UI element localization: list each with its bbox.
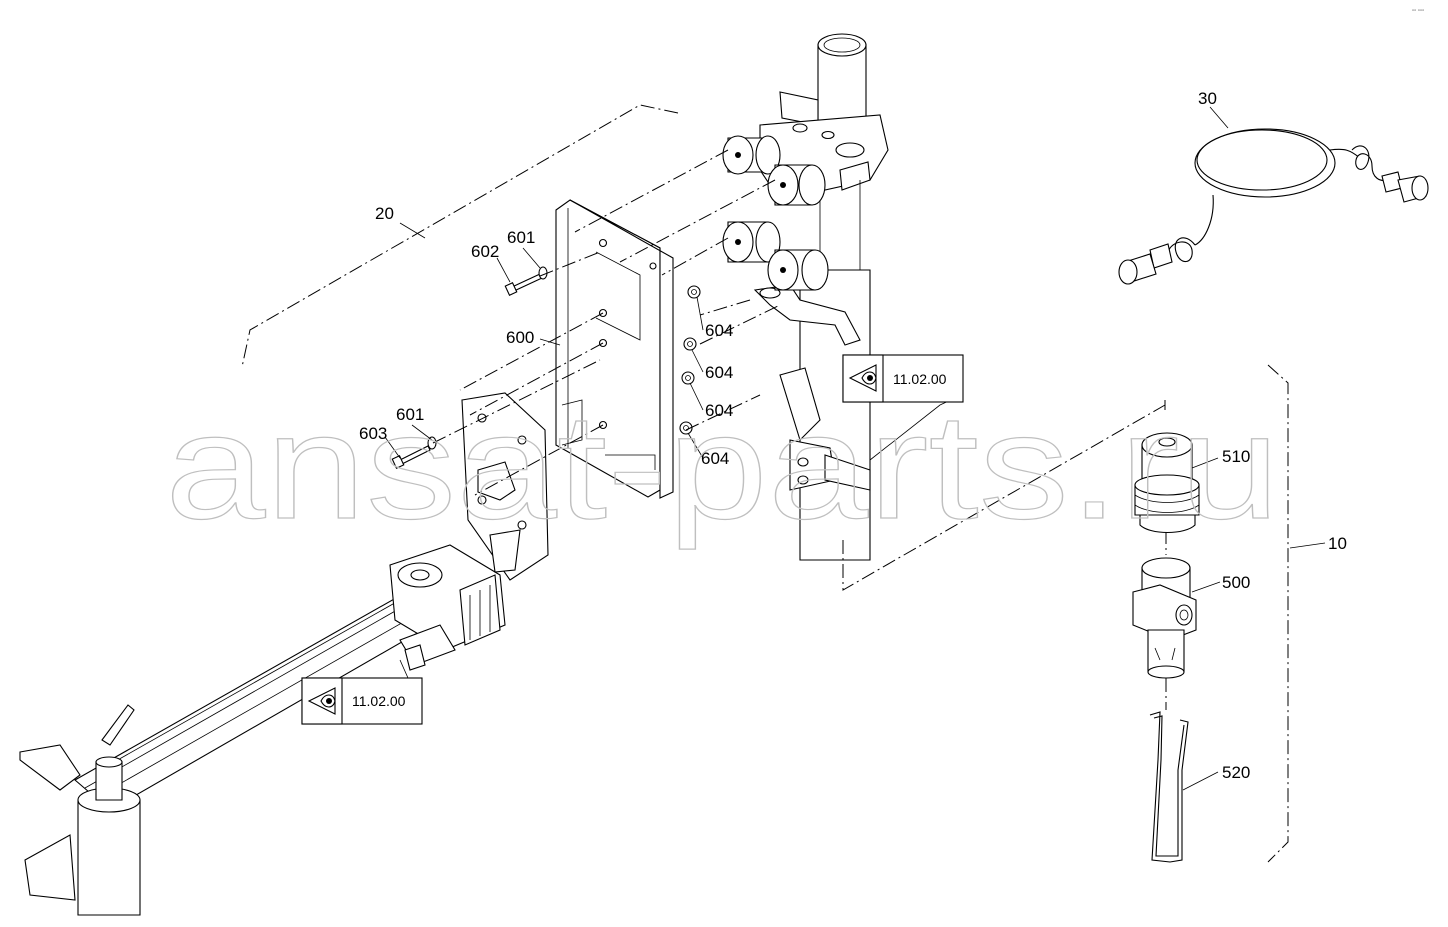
part-500 bbox=[1132, 557, 1197, 679]
eye-icon bbox=[307, 687, 336, 715]
reference-label: 11.02.00 bbox=[893, 371, 947, 387]
watermark-text: ansat-parts.ru bbox=[165, 382, 1280, 550]
reference-box-lower[interactable]: 11.02.00 bbox=[301, 677, 423, 725]
callouts: 30 20 601 602 600 604 604 604 604 601 60… bbox=[359, 89, 1347, 782]
fasteners bbox=[391, 266, 701, 469]
bracket-600 bbox=[555, 199, 674, 499]
callout-30: 30 bbox=[1198, 89, 1217, 108]
corner-mark: ▫▫ ▫▫▫ bbox=[1412, 8, 1424, 14]
cushion bbox=[767, 164, 826, 206]
callout-10: 10 bbox=[1328, 534, 1347, 553]
callout-510: 510 bbox=[1222, 447, 1250, 466]
callout-604: 604 bbox=[705, 401, 733, 420]
callout-602: 602 bbox=[471, 242, 499, 261]
cable-assembly-30 bbox=[1118, 128, 1429, 285]
cushion bbox=[722, 135, 781, 175]
callout-500: 500 bbox=[1222, 573, 1250, 592]
leader-lines bbox=[384, 106, 1326, 791]
boom-arm-assembly bbox=[19, 544, 506, 916]
callout-20: 20 bbox=[375, 204, 394, 223]
callout-604: 604 bbox=[701, 449, 729, 468]
reference-label: 11.02.00 bbox=[352, 693, 406, 709]
part-520 bbox=[1149, 711, 1189, 863]
callout-603: 603 bbox=[359, 424, 387, 443]
callout-604: 604 bbox=[705, 363, 733, 382]
mounting-plate bbox=[461, 392, 549, 581]
part-510 bbox=[1134, 432, 1200, 534]
callout-520: 520 bbox=[1222, 763, 1250, 782]
assembly-lines bbox=[241, 104, 1289, 863]
callout-600: 600 bbox=[506, 328, 534, 347]
callout-601: 601 bbox=[507, 228, 535, 247]
reference-box-upper[interactable]: 11.02.00 bbox=[842, 354, 964, 403]
callout-601: 601 bbox=[396, 405, 424, 424]
callout-604: 604 bbox=[705, 321, 733, 340]
eye-icon bbox=[848, 364, 877, 392]
cushions bbox=[722, 135, 829, 291]
cushion bbox=[722, 221, 781, 263]
cushion bbox=[767, 249, 829, 291]
